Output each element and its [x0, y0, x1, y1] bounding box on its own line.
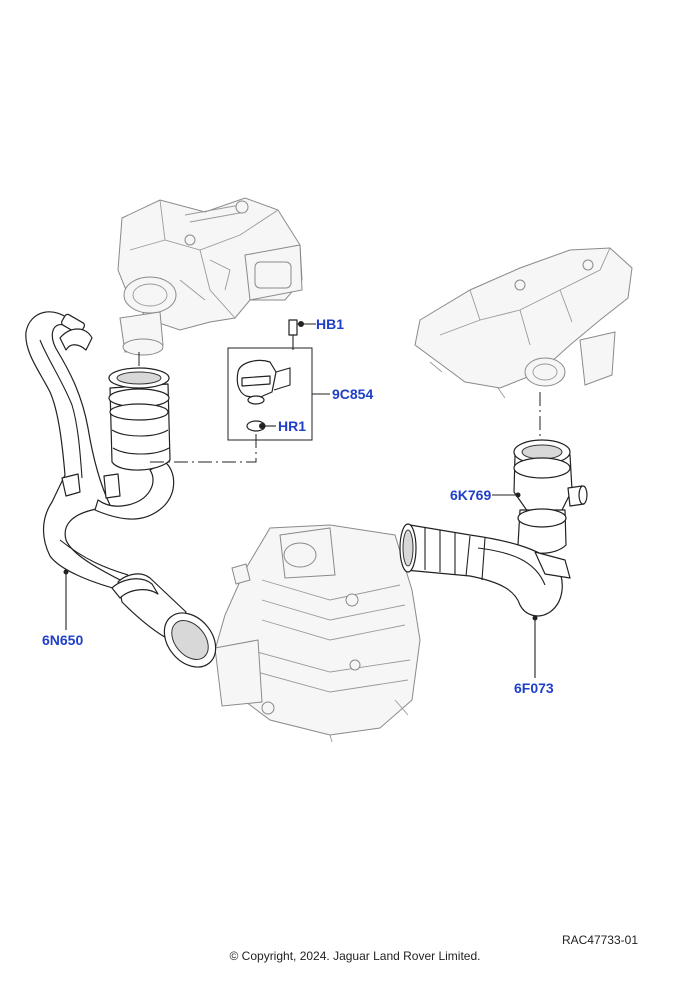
copyright-notice: © Copyright, 2024. Jaguar Land Rover Lim… — [229, 949, 481, 963]
callout-6f073[interactable]: 6F073 — [514, 680, 554, 696]
turbocharger-illustration — [117, 197, 303, 356]
leader-dot-6k769 — [515, 492, 521, 498]
adapter-6k769 — [513, 439, 588, 554]
callout-9c854[interactable]: 9C854 — [332, 386, 374, 402]
assembly-line-sensor — [150, 432, 257, 463]
callout-hr1[interactable]: HR1 — [278, 418, 307, 434]
leader-dot-hb1 — [298, 321, 304, 327]
intake-manifold-illustration — [414, 247, 633, 399]
leader-dot-6f073 — [532, 615, 538, 621]
callout-6k769[interactable]: 6K769 — [450, 487, 492, 503]
leader-dot-hr1 — [259, 423, 265, 429]
hose-6f073 — [399, 523, 571, 617]
pipe-coupling-upper — [108, 367, 171, 471]
callout-hb1[interactable]: HB1 — [316, 316, 345, 332]
leader-dot-6n650 — [63, 569, 69, 575]
callout-6n650[interactable]: 6N650 — [42, 632, 84, 648]
hose-6n650 — [25, 311, 217, 668]
diagram-reference: RAC47733-01 — [561, 933, 638, 947]
intercooler-illustration — [214, 524, 421, 743]
